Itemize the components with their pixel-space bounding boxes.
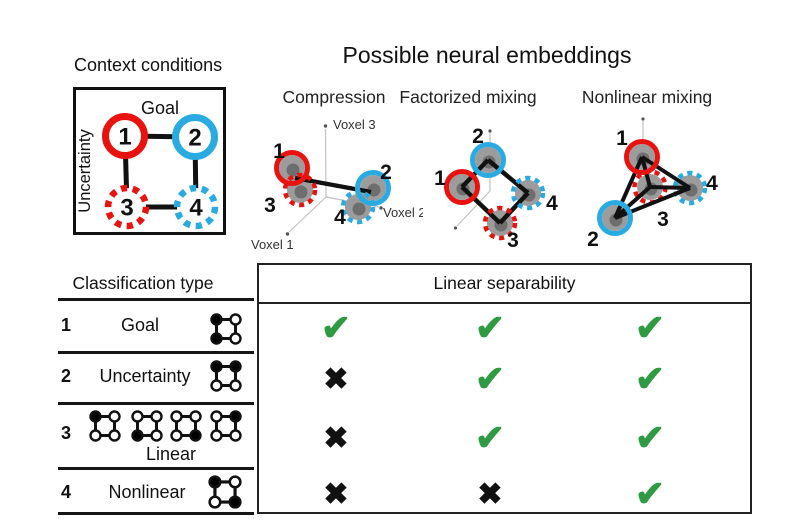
voxel3-axis-label: Voxel 3 [333, 117, 376, 132]
condition-2-number: 2 [188, 125, 201, 152]
nonlinear-split-glyph [208, 475, 242, 509]
compression-diagram: Voxel 3 Voxel 1 Voxel 2 1 2 3 4 [251, 117, 423, 252]
axis-dot [641, 117, 645, 121]
row-3-number: 3 [61, 423, 72, 443]
uncertainty-axis-label: Uncertainty [76, 129, 94, 213]
embedding-1-ring [444, 169, 480, 205]
separability-mark-r4c2: ✖ [477, 477, 503, 511]
separability-mark-r4c1: ✖ [323, 477, 349, 511]
condition-4-circle [173, 184, 219, 230]
point-2-label: 2 [472, 125, 484, 148]
context-conditions-title: Context conditions [74, 55, 223, 75]
goal-axis-label: Goal [141, 98, 179, 118]
point-1-label: 1 [273, 140, 285, 163]
separability-mark-r2c3: ✔ [634, 358, 666, 399]
point-1-label: 1 [616, 127, 628, 150]
diamond-edges [460, 158, 530, 225]
condition-1-number: 1 [118, 124, 131, 151]
row-1-number: 1 [61, 315, 72, 335]
axis-dot [285, 232, 290, 236]
row-1-label: Goal [120, 315, 160, 335]
embedding-1-ring [624, 139, 660, 175]
row-divider [58, 351, 254, 354]
row-divider [58, 402, 254, 405]
linear-split-glyph-4 [210, 410, 242, 442]
point-4-label: 4 [334, 206, 346, 229]
linear-split-glyph-2 [131, 410, 163, 442]
embedding-2-ring [355, 170, 391, 206]
uncertainty-split-glyph [210, 360, 242, 392]
context-conditions-diagram: Goal Uncertainty 1 2 3 4 [73, 87, 226, 235]
row-4-label: Nonlinear [108, 482, 186, 502]
point-2-label: 2 [380, 161, 392, 184]
nonlinear-mixing-title: Nonlinear mixing [581, 87, 713, 107]
condition-3-number: 3 [120, 195, 133, 222]
classification-type-header: Classification type [72, 273, 214, 293]
activation-blobs [279, 155, 386, 220]
point-3-label: 3 [264, 194, 276, 217]
separability-mark-r3c3: ✔ [634, 417, 666, 458]
point-3-label: 3 [507, 229, 519, 252]
separability-mark-r2c1: ✖ [323, 362, 349, 396]
embedding-4-ring [510, 175, 546, 211]
row-divider [58, 467, 254, 470]
compression-title: Compression [282, 87, 386, 107]
embedding-4-ring [672, 170, 708, 206]
condition-3-circle [104, 184, 150, 230]
row-divider [58, 298, 254, 301]
linear-split-glyph-1 [89, 410, 121, 442]
condition-4-number: 4 [189, 195, 203, 222]
context-box-border [73, 87, 226, 235]
axis-dot [488, 129, 492, 133]
axis-dot [453, 226, 458, 230]
separability-mark-r1c3: ✔ [634, 307, 666, 348]
point-1-label: 1 [434, 167, 446, 190]
row-3-label: Linear [145, 444, 197, 464]
linear-split-glyph-3 [170, 410, 202, 442]
linear-separability-header: Linear separability [259, 265, 750, 304]
goal-split-glyph [210, 313, 242, 345]
embedding-3-ring [482, 205, 518, 241]
condition-2-circle [172, 114, 218, 160]
condition-1-circle [102, 113, 148, 159]
linear-separability-table: Linear separability ✔ ✔ ✔ ✖ ✔ ✔ ✖ ✔ ✔ ✖ … [257, 263, 752, 514]
embeddings-title: Possible neural embeddings [342, 42, 632, 68]
row-2-label: Uncertainty [99, 366, 191, 386]
factorized-mixing-diagram: 2 1 4 3 [434, 125, 558, 252]
embedding-3-ring [282, 172, 318, 208]
point-2-label: 2 [587, 228, 599, 251]
row-divider [58, 512, 254, 515]
separability-mark-r1c1: ✔ [320, 307, 352, 348]
point-3-label: 3 [657, 208, 669, 231]
voxel2-axis-label: Voxel 2 [383, 205, 423, 220]
embedding-1-ring [274, 150, 310, 186]
embedding-2-ring [470, 142, 506, 178]
separability-mark-r1c2: ✔ [474, 307, 506, 348]
voxel1-axis-label: Voxel 1 [251, 237, 294, 252]
separability-mark-r3c2: ✔ [474, 417, 506, 458]
point-4-label: 4 [546, 192, 558, 215]
axis-dot [379, 206, 383, 210]
embedding-2-ring [597, 200, 633, 236]
nonlinear-mixing-diagram: 1 3 2 4 [587, 117, 718, 251]
separability-mark-r3c1: ✖ [323, 421, 349, 455]
row-4-number: 4 [61, 482, 72, 502]
separability-mark-r2c2: ✔ [474, 358, 506, 399]
axis-dot [323, 124, 328, 128]
separability-mark-r4c3: ✔ [634, 473, 666, 514]
row-2-number: 2 [61, 366, 72, 386]
factorized-mixing-title: Factorized mixing [399, 87, 537, 107]
point-4-label: 4 [706, 172, 718, 195]
